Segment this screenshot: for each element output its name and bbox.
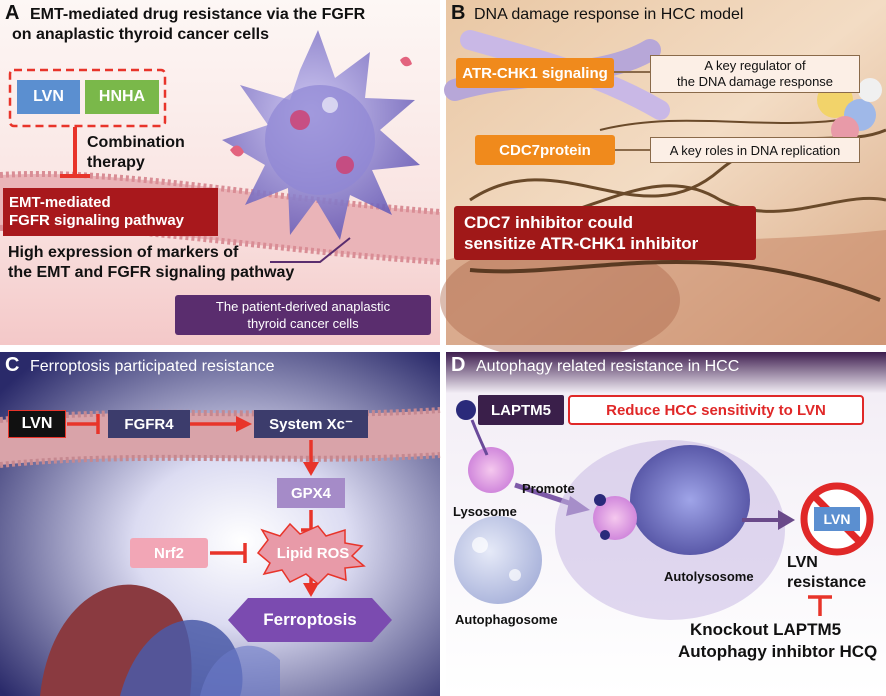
panel-b-title: DNA damage response in HCC model	[474, 6, 744, 23]
atr-desc-line1: A key regulator of	[704, 58, 806, 73]
lvn-resistance-line2: resistance	[787, 574, 867, 591]
panel-a-letter: A	[5, 2, 20, 24]
autophagosome-label: Autophagosome	[455, 612, 558, 627]
panel-b-letter: B	[451, 2, 466, 24]
fgfr-pathway-box: EMT-mediated FGFR signaling pathway	[3, 188, 218, 236]
lvn-resistance-line1: LVN	[787, 554, 818, 571]
panel-c-title: Ferroptosis participated resistance	[30, 358, 275, 375]
atr-desc-line2: the DNA damage response	[676, 74, 834, 89]
atr-desc-box: A key regulator of the DNA damage respon…	[650, 55, 860, 93]
reduce-sensitivity-box: Reduce HCC sensitivity to LVN	[568, 395, 864, 425]
gpx4-box: GPX4	[277, 478, 345, 508]
combination-label: Combination	[87, 134, 185, 151]
lvn-no-sign-label: LVN	[814, 507, 860, 531]
therapy-label: therapy	[87, 154, 145, 171]
autolysosome-label: Autolysosome	[664, 569, 754, 584]
cdc7-desc-box: A key roles in DNA replication	[650, 137, 860, 163]
panel-a-title-line1: EMT-mediated drug resistance via the FGF…	[30, 6, 366, 23]
ferroptosis-label: Ferroptosis	[263, 610, 357, 629]
cells-line2: thyroid cancer cells	[247, 316, 359, 331]
inhibitor-line2: sensitize ATR-CHK1 inhibitor	[464, 234, 699, 253]
nrf2-box: Nrf2	[130, 538, 208, 568]
pathway-line2: FGFR signaling pathway	[9, 212, 185, 229]
cdc7-box: CDC7protein	[475, 135, 615, 165]
markers-line2: the EMT and FGFR signaling pathway	[8, 264, 295, 281]
pathway-line1: EMT-mediated	[9, 194, 111, 211]
panel-d-title: Autophagy related resistance in HCC	[476, 358, 740, 375]
inhibitor-line1: CDC7 inhibitor could	[464, 213, 634, 232]
knockout-line1: Knockout LAPTM5	[690, 620, 842, 639]
panel-a-title-line2: on anaplastic thyroid cancer cells	[12, 26, 269, 43]
lvn-box-c: LVN	[8, 410, 66, 438]
knockout-line2: Autophagy inhibtor HCQ	[678, 642, 878, 661]
cells-line1: The patient-derived anaplastic	[215, 299, 391, 314]
hnha-box: HNHA	[85, 80, 159, 114]
patient-cells-box: The patient-derived anaplastic thyroid c…	[175, 295, 431, 335]
fgfr4-box: FGFR4	[108, 410, 190, 438]
lipid-ros-label: Lipid ROS	[276, 544, 350, 562]
promote-label: Promote	[522, 481, 575, 496]
system-xc-box: System Xc⁻	[254, 410, 368, 438]
markers-line1: High expression of markers of	[8, 244, 239, 261]
lvn-box-a: LVN	[17, 80, 80, 114]
panel-c-letter: C	[5, 354, 20, 376]
cdc7-inhibitor-box: CDC7 inhibitor could sensitize ATR-CHK1 …	[454, 206, 756, 260]
lysosome-label: Lysosome	[453, 504, 517, 519]
laptm5-box: LAPTM5	[478, 395, 564, 425]
panel-d-letter: D	[451, 354, 466, 376]
atr-chk1-box: ATR-CHK1 signaling	[456, 58, 614, 88]
